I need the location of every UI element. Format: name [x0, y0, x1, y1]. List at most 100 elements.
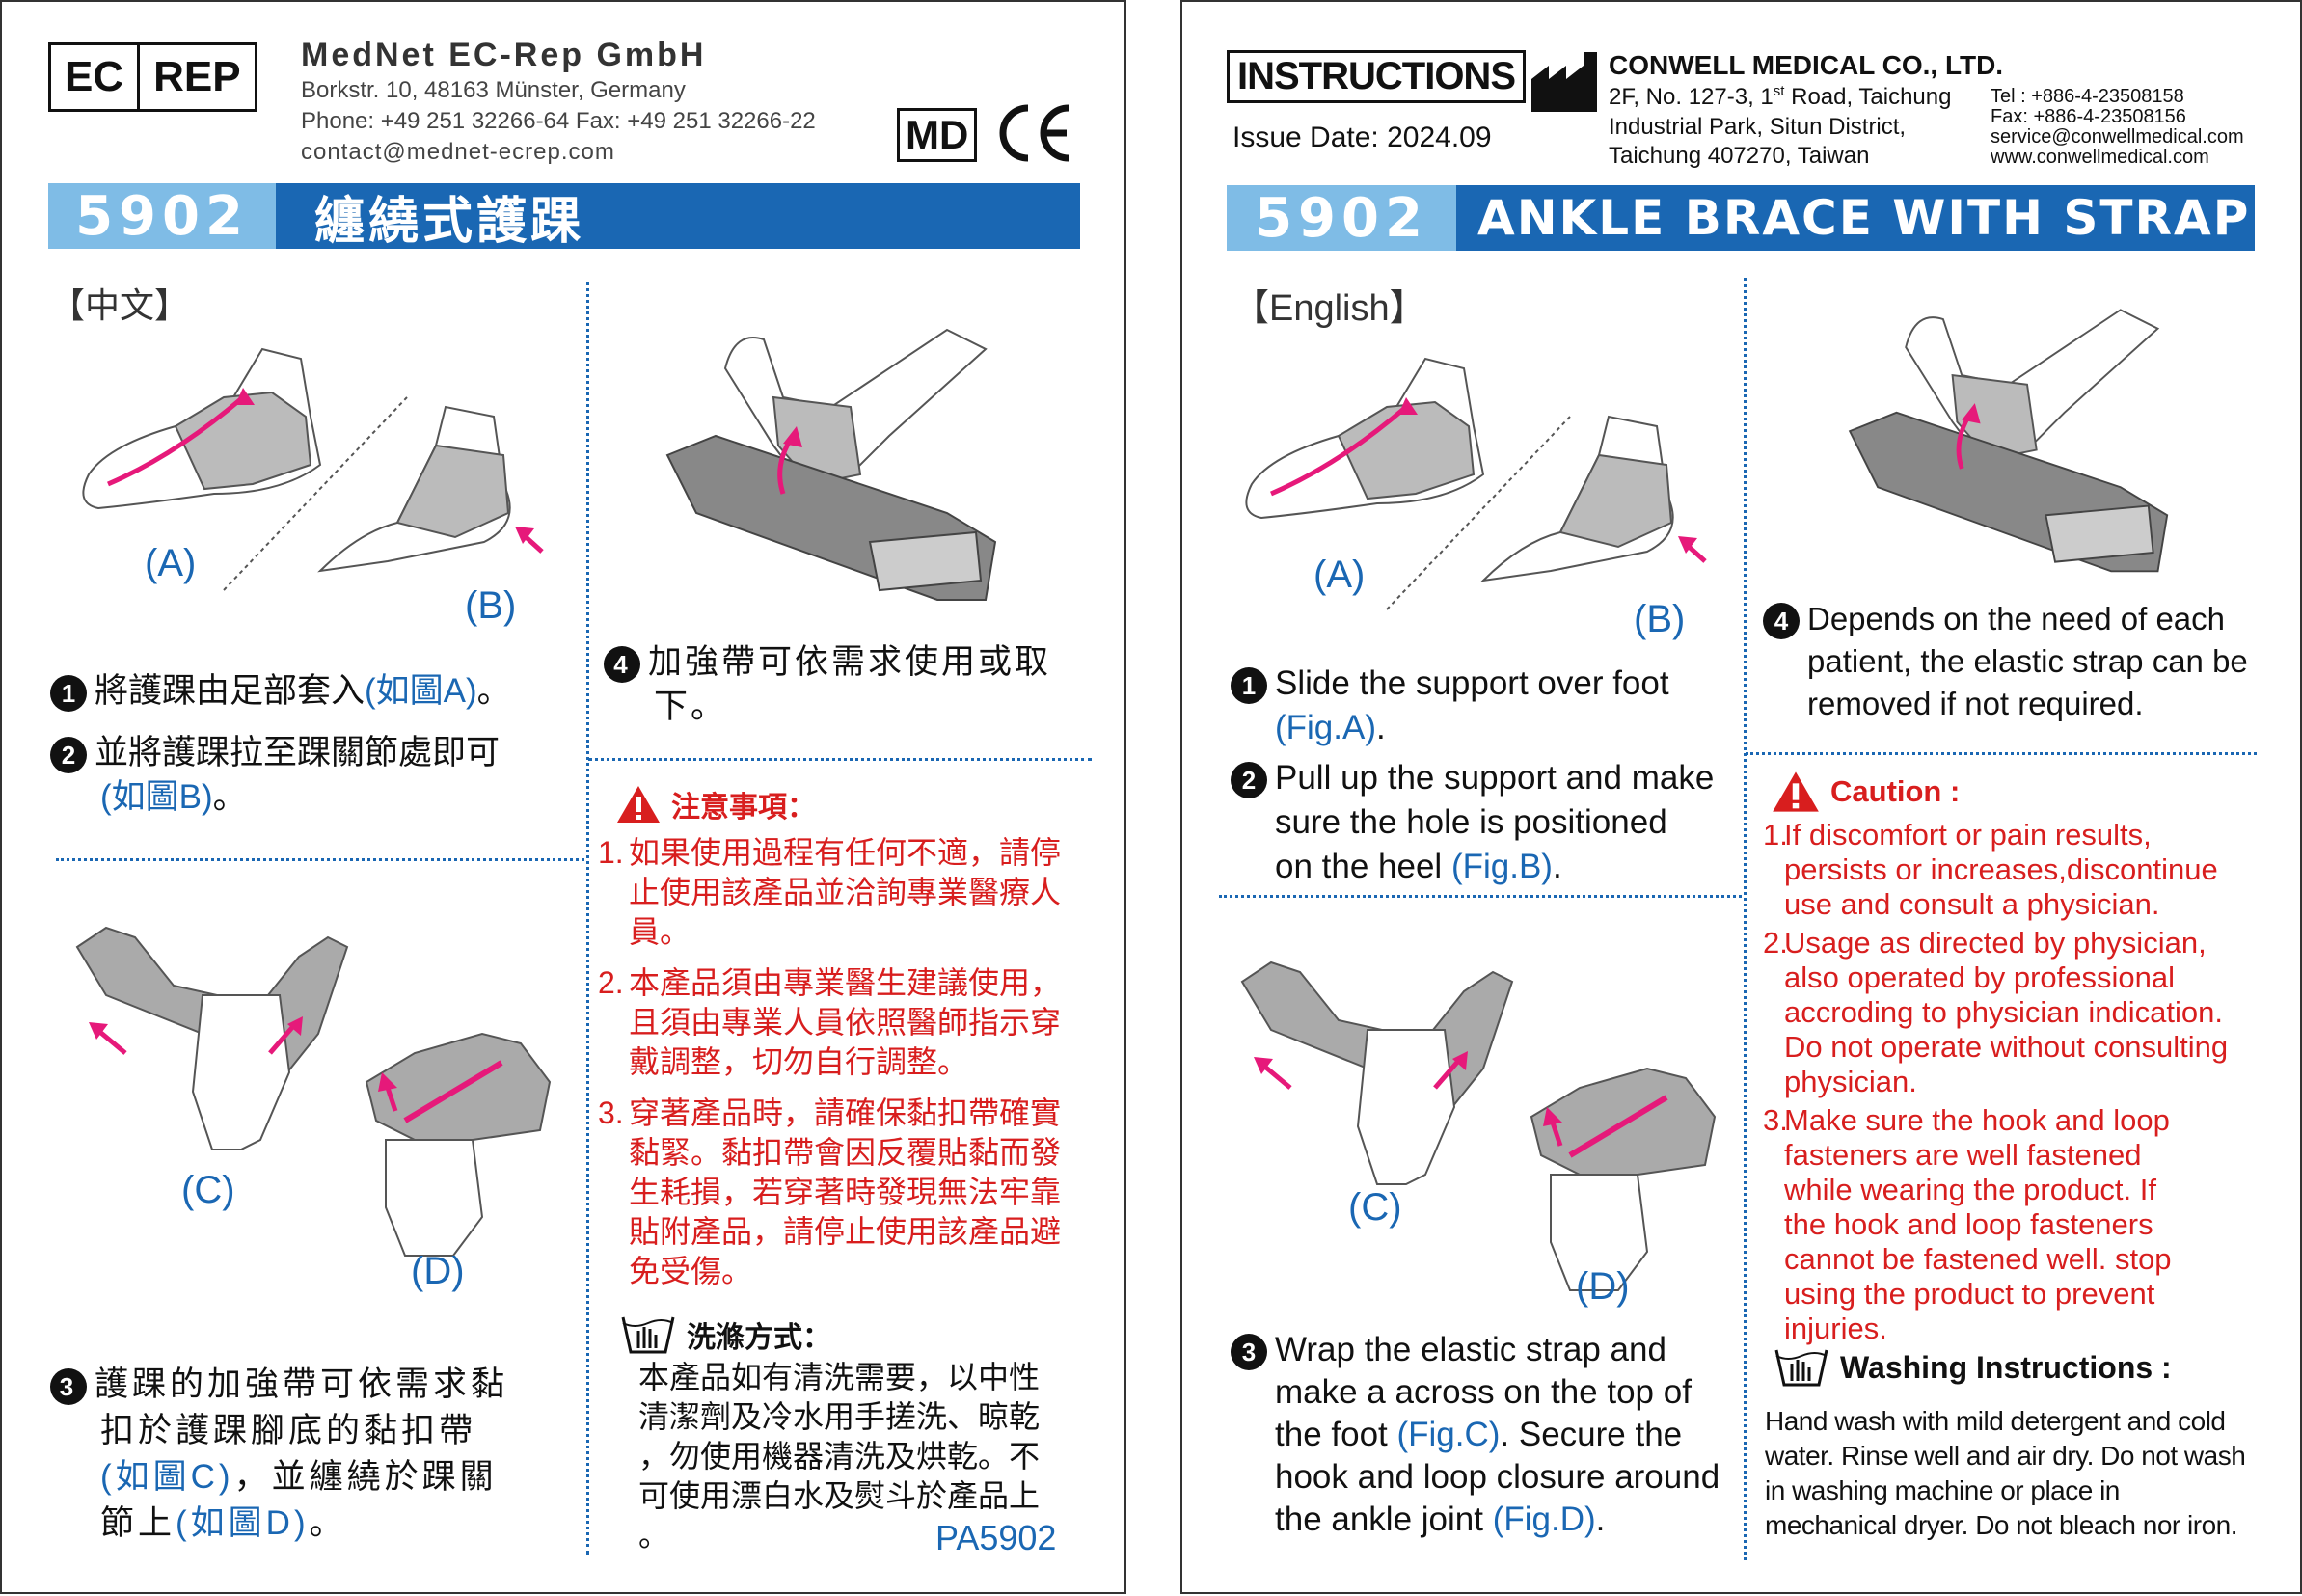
step-2-line-1: Pull up the support and make — [1275, 759, 1715, 797]
caution-heading: Caution : — [1771, 770, 1960, 814]
caution-item-line: injuries. — [1784, 1312, 1887, 1345]
banner-product-title: 纏繞式護踝 — [276, 183, 1080, 251]
step-3-line-3a: the foot — [1275, 1416, 1397, 1453]
figure-a-label: (A) — [145, 542, 197, 584]
chinese-instruction-page: EC REP MedNet EC-Rep GmbH Borkstr. 10, 4… — [0, 0, 1126, 1594]
column-divider — [1744, 278, 1747, 1560]
hand-wash-icon — [1774, 1349, 1828, 1387]
step-1-end: 。 — [476, 672, 511, 710]
step-3-number: 3 — [50, 1367, 87, 1405]
step-3-figure-ref-d: (如圖D) — [176, 1504, 310, 1542]
step-1-number: 1 — [1231, 666, 1267, 704]
step-1-text: 將護踝由足部套入 — [95, 672, 366, 710]
caution-item-line: 戴調整，切勿自行調整。 — [629, 1044, 969, 1079]
caution-item: 2.Usage as directed by physician,also op… — [1763, 926, 2284, 1099]
caution-item-line: the hook and loop fasteners — [1784, 1207, 2153, 1241]
caution-item-line: Make sure the hook and loop — [1784, 1103, 2170, 1137]
step-2-figure-ref: (如圖B) — [100, 778, 213, 816]
step-2-end: 。 — [212, 778, 247, 816]
caution-item-line: 員。 — [629, 914, 691, 949]
caution-item-line: 貼附產品，請停止使用該產品避 — [629, 1214, 1062, 1249]
instructions-label: INSTRUCTIONS — [1227, 50, 1526, 103]
caution-item: 2.本產品須由專業醫生建議使用，且須由專業人員依照醫師指示穿戴調整，切勿自行調整… — [598, 963, 1080, 1082]
step-2-end: . — [1552, 848, 1562, 885]
caution-item-line: 止使用該產品並洽詢專業醫療人 — [629, 875, 1062, 909]
issue-date: Issue Date: 2024.09 — [1232, 122, 1492, 153]
step-3-figure-ref-d: (Fig.D) — [1492, 1501, 1596, 1538]
caution-item-line: If discomfort or pain results, — [1784, 818, 2152, 852]
rep-email: contact@mednet-ecrep.com — [301, 139, 615, 165]
step-2-text: 並將護踝拉至踝關節處即可 — [95, 734, 501, 771]
figure-b-label: (B) — [1634, 598, 1686, 640]
step-2-figure-ref: (Fig.B) — [1450, 848, 1553, 885]
washing-text-line: in washing machine or place in — [1765, 1475, 2120, 1505]
warning-triangle-icon — [1773, 771, 1819, 812]
figure-ab-illustration — [1245, 357, 1707, 610]
step-3-line-2: 扣於護踝腳底的黏扣帶 — [100, 1412, 477, 1449]
washing-text-line: 本產品如有清洗需要，以中性 — [638, 1360, 1041, 1394]
step-3-line-4: 節上 — [100, 1504, 176, 1542]
caution-item-line: Usage as directed by physician, — [1784, 926, 2207, 960]
caution-item-line: Do not operate without consulting — [1784, 1030, 2229, 1064]
caution-item-line: 黏緊。黏扣帶會因反覆貼黏而發 — [629, 1135, 1062, 1170]
ec-label: EC — [65, 53, 124, 100]
figure-cd-illustration — [1240, 960, 1717, 1291]
caution-item-line: 生耗損，若穿著時發現無法牢靠 — [629, 1175, 1062, 1209]
washing-text-line: 。 — [638, 1518, 670, 1553]
figure-a-label: (A) — [1313, 554, 1366, 596]
step-4-line-2: patient, the elastic strap can be — [1807, 643, 2248, 679]
caution-title: Caution : — [1830, 774, 1961, 808]
manufacturer-address-line-1: 2F, No. 127-3, 1st Road, Taichung — [1609, 83, 1952, 110]
figure-cd-illustration — [75, 926, 552, 1257]
figure-ab-illustration — [82, 347, 544, 591]
caution-item-line: use and consult a physician. — [1784, 887, 2160, 921]
caution-item-line: cannot be fastened well. stop — [1784, 1242, 2172, 1276]
caution-item-line: 免受傷。 — [629, 1254, 753, 1288]
website: www.conwellmedical.com — [1991, 147, 2209, 168]
step-4-line-1: 加強帶可依需求使用或取 — [648, 643, 1052, 681]
title-banner: 5902 ANKLE BRACE WITH STRAP — [1227, 185, 2255, 251]
figure-c-label: (C) — [1348, 1186, 1402, 1229]
step-2-number: 2 — [1231, 761, 1267, 798]
caution-item-number: 1. — [1763, 818, 1788, 852]
step-1-end: . — [1376, 709, 1386, 746]
caution-title: 注意事項： — [671, 792, 816, 824]
caution-item-line: persists or increases,discontinue — [1784, 852, 2218, 886]
manufacturer-icon — [1531, 52, 1597, 112]
fax-number: Fax: +886-4-23508156 — [1991, 106, 2186, 127]
banner-product-title: ANKLE BRACE WITH STRAP — [1456, 185, 2255, 251]
figure-step4-illustration — [665, 328, 997, 601]
washing-text-line: Hand wash with mild detergent and cold — [1765, 1406, 2226, 1436]
caution-list: 1.If discomfort or pain results,persists… — [1763, 818, 2284, 1350]
washing-heading: Washing Instructions : — [1773, 1346, 2172, 1389]
language-label: 【中文】 — [50, 285, 190, 325]
ec-rep-symbol: EC REP — [48, 42, 257, 112]
contact-block: Tel : +886-4-23508158 Fax: +886-4-235081… — [1991, 87, 2244, 168]
language-label: 【English】 — [1232, 288, 1426, 329]
washing-text-line: 清潔劑及冷水用手搓洗、晾乾 — [638, 1399, 1041, 1434]
caution-item-line: 本產品須由專業醫生建議使用， — [629, 965, 1062, 1000]
washing-text-line: 可使用漂白水及熨斗於產品上 — [638, 1478, 1041, 1513]
caution-item-line: also operated by professional — [1784, 960, 2175, 994]
banner-model-number: 5902 — [48, 183, 276, 249]
section-divider — [1219, 895, 1742, 898]
washing-title: Washing Instructions : — [1840, 1349, 2172, 1385]
step-4-line-3: removed if not required. — [1807, 686, 2144, 721]
caution-item: 1.If discomfort or pain results,persists… — [1763, 818, 2284, 922]
tel-number: Tel : +886-4-23508158 — [1991, 86, 2184, 107]
ce-mark-icon — [999, 104, 1070, 162]
caution-item: 3.穿著產品時，請確保黏扣帶確實黏緊。黏扣帶會因反覆貼黏而發生耗損，若穿著時發現… — [598, 1094, 1080, 1291]
step-3-line-1: Wrap the elastic strap and — [1275, 1331, 1666, 1368]
caution-item-line: while wearing the product. If — [1784, 1173, 2156, 1206]
manufacturer-address-line-2: Industrial Park, Situn District, — [1609, 114, 1907, 140]
caution-item-number: 3. — [598, 1096, 624, 1130]
product-code: PA5902 — [935, 1518, 1057, 1557]
figure-d-label: (D) — [411, 1250, 465, 1292]
manufacturer-address-line-3: Taichung 407270, Taiwan — [1609, 143, 1870, 169]
step-3-figure-ref-c: (如圖C) — [100, 1458, 234, 1496]
washing-text-line: ，勿使用機器清洗及烘乾。不 — [638, 1439, 1041, 1474]
